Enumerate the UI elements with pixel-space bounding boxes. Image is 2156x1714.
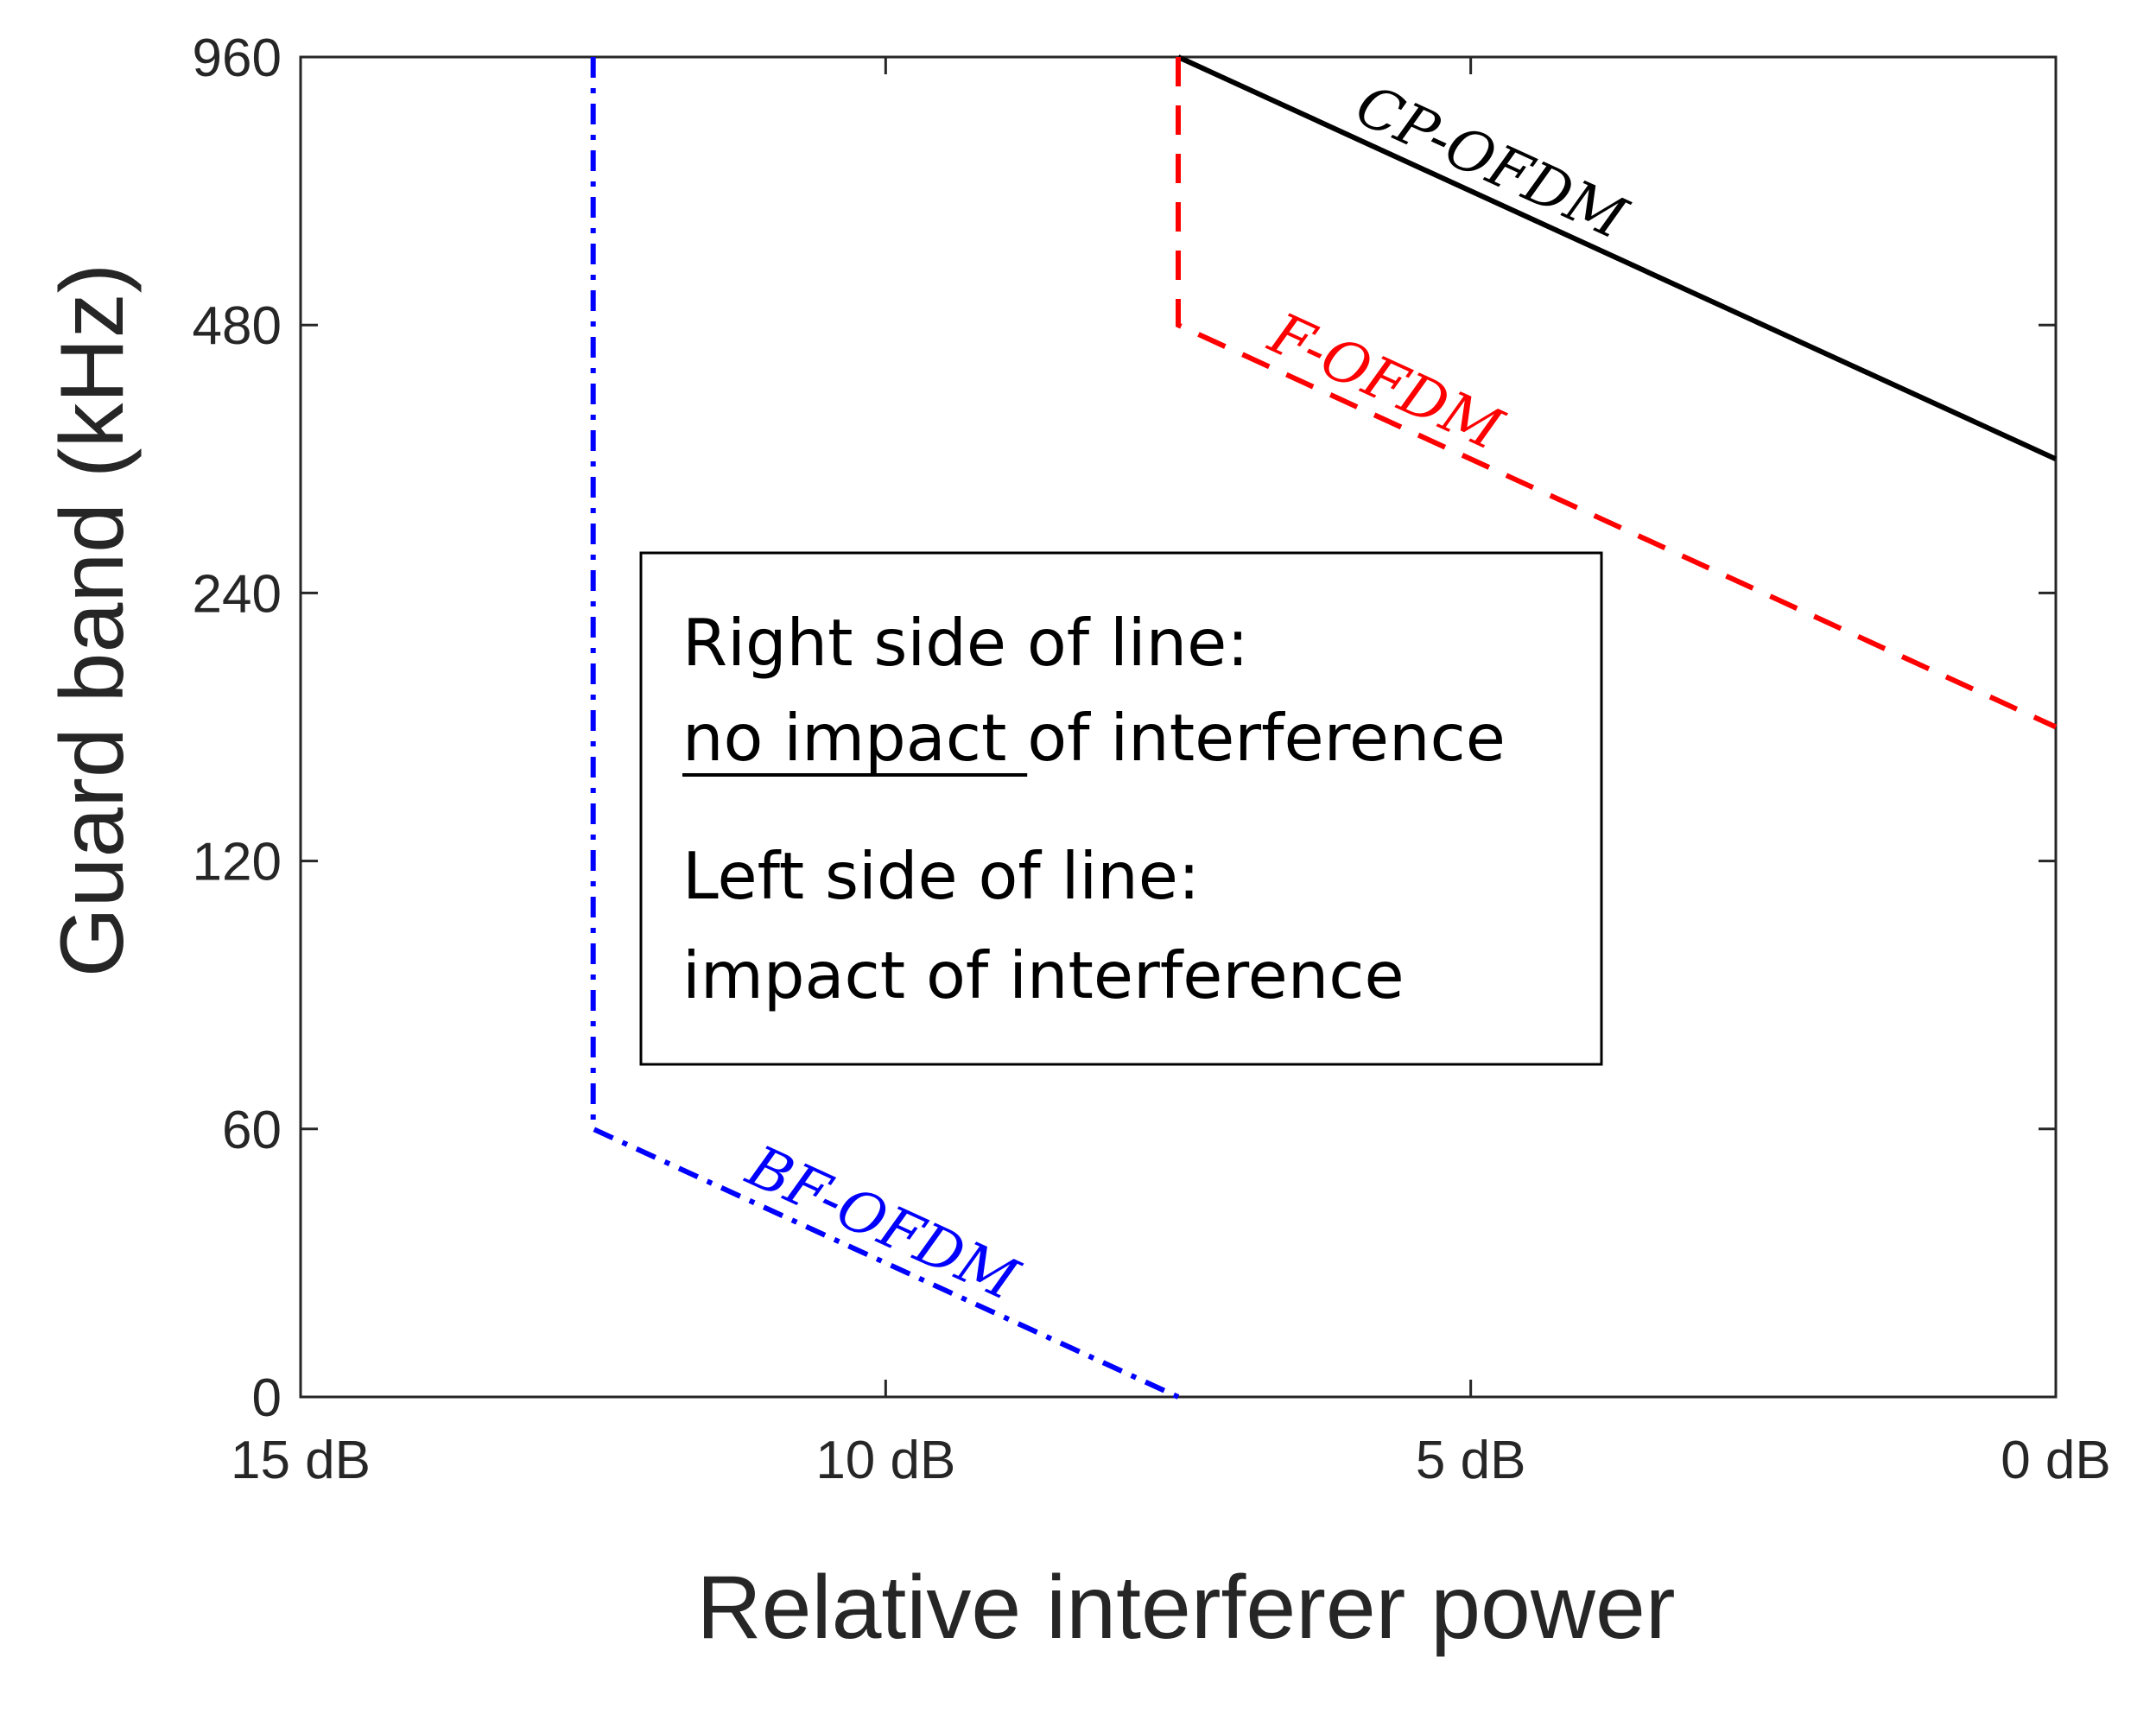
series-line-f-ofdm xyxy=(1176,57,2058,730)
y-tick-label: 120 xyxy=(193,833,282,892)
y-tick-label: 60 xyxy=(222,1101,282,1160)
y-axis-title: Guard band (kHz) xyxy=(42,263,143,978)
annotation-box: Right side of line: no impact of interfe… xyxy=(639,551,1603,1066)
y-tick-label: 0 xyxy=(252,1368,282,1428)
x-tick-label: 0 dB xyxy=(2001,1431,2111,1490)
x-tick-label: 10 dB xyxy=(815,1431,955,1490)
y-tick-label: 240 xyxy=(193,564,282,624)
annotation-right-body: no impact of interference xyxy=(682,700,1506,776)
annotation-frame xyxy=(639,551,1603,1066)
series-line-cp-ofdm xyxy=(1176,54,2058,462)
annotation-right-heading: Right side of line: xyxy=(682,605,1249,681)
y-axis-ticks: 0 60 120 240 480 960 xyxy=(193,29,2056,1428)
y-tick-label: 960 xyxy=(193,29,282,88)
x-axis-ticks: 15 dB 10 dB 5 dB 0 dB xyxy=(231,57,2111,1490)
annotation-left-body: impact of interference xyxy=(682,937,1405,1013)
x-tick-label: 15 dB xyxy=(231,1431,371,1490)
annotation-left-heading: Left side of line: xyxy=(682,838,1200,914)
annotation-right-rest: of interference xyxy=(1027,700,1506,776)
series-line-bf-ofdm xyxy=(590,57,1180,1400)
x-tick-label: 5 dB xyxy=(1416,1431,1526,1490)
annotation-underlined-phrase: no impact xyxy=(682,700,1027,776)
series-lines xyxy=(590,54,2058,1400)
y-tick-label: 480 xyxy=(193,296,282,356)
x-axis-title: Relative interferer power xyxy=(697,1558,1676,1658)
